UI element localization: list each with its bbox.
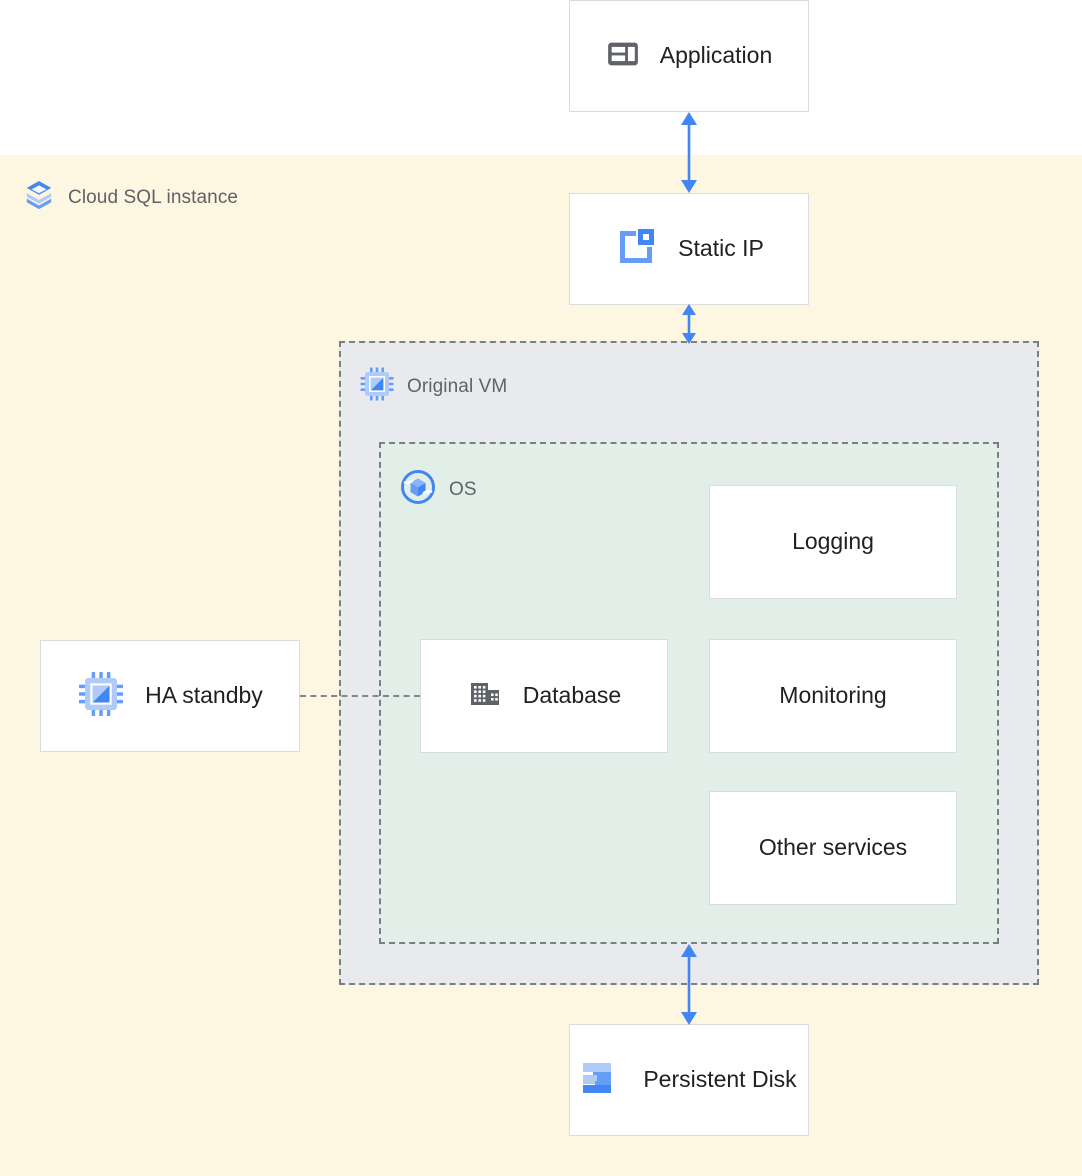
original-vm-title: Original VM bbox=[359, 366, 507, 407]
node-persistent-disk[interactable]: Persistent Disk bbox=[569, 1024, 809, 1136]
connector-ha-standby-to-vm bbox=[300, 695, 420, 697]
node-persistent-disk-label: Persistent Disk bbox=[643, 1066, 797, 1093]
cloud-sql-instance-title: Cloud SQL instance bbox=[22, 178, 238, 217]
persistent-disk-icon bbox=[581, 1057, 623, 1104]
cloud-sql-instance-label: Cloud SQL instance bbox=[68, 186, 239, 208]
node-logging[interactable]: Logging bbox=[709, 485, 957, 599]
os-disc-icon bbox=[399, 468, 437, 511]
node-ha-standby-label: HA standby bbox=[145, 682, 263, 709]
application-layout-icon bbox=[606, 37, 640, 76]
node-monitoring-label: Monitoring bbox=[779, 682, 887, 709]
node-other-services[interactable]: Other services bbox=[709, 791, 957, 905]
connector-os-to-persistent-disk bbox=[664, 942, 714, 1032]
node-ha-standby[interactable]: HA standby bbox=[40, 640, 300, 752]
node-application-label: Application bbox=[659, 42, 773, 69]
node-database-label: Database bbox=[522, 682, 622, 709]
connector-application-to-static-ip bbox=[664, 110, 714, 200]
cloud-sql-icon bbox=[22, 178, 56, 217]
connector-static-ip-to-vm bbox=[664, 303, 714, 350]
original-vm-label: Original VM bbox=[407, 375, 508, 397]
node-static-ip[interactable]: Static IP bbox=[569, 193, 809, 305]
node-monitoring[interactable]: Monitoring bbox=[709, 639, 957, 753]
node-application[interactable]: Application bbox=[569, 0, 809, 112]
static-ip-icon bbox=[614, 225, 658, 274]
os-label: OS bbox=[449, 478, 477, 500]
cpu-chip-icon bbox=[359, 366, 395, 407]
os-title: OS bbox=[399, 468, 477, 511]
node-logging-label: Logging bbox=[792, 528, 874, 555]
database-building-icon bbox=[467, 676, 503, 717]
cpu-chip-icon bbox=[77, 670, 125, 723]
node-static-ip-label: Static IP bbox=[678, 235, 764, 262]
node-other-services-label: Other services bbox=[758, 834, 908, 861]
node-database[interactable]: Database bbox=[420, 639, 668, 753]
